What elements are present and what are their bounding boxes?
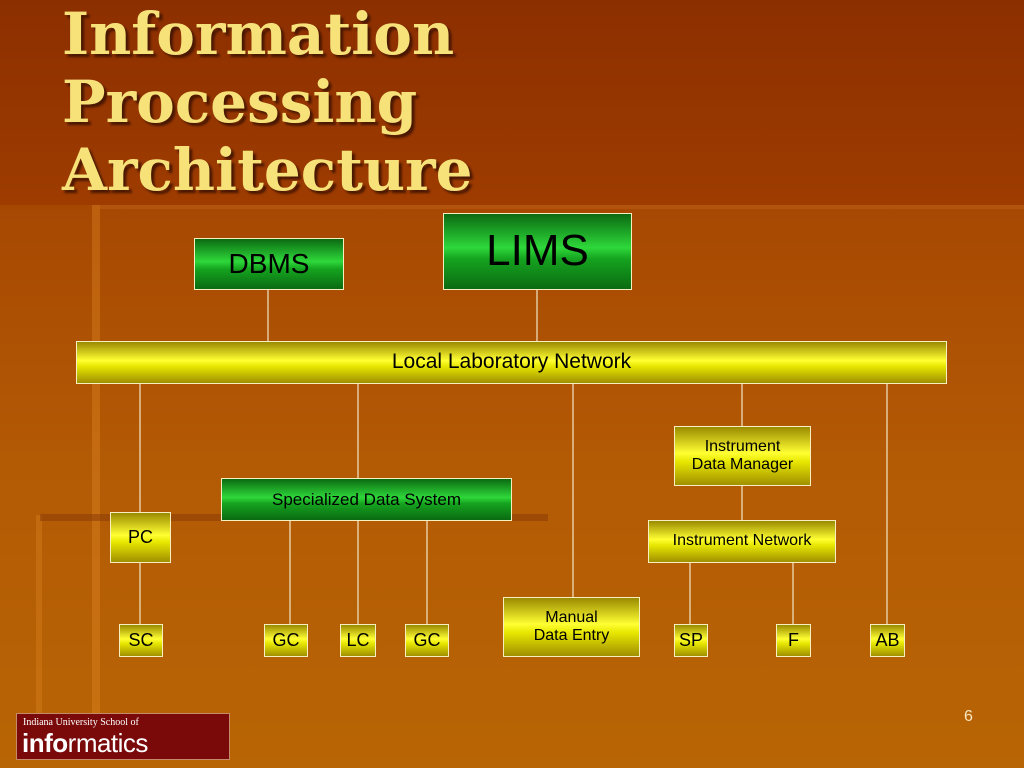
lims-label: LIMS	[486, 226, 589, 276]
title-band	[0, 0, 1024, 205]
dbms-box: DBMS	[194, 238, 344, 290]
instrument-data-manager-box: Instrument Data Manager	[674, 426, 811, 486]
title-line-3: Architecture	[62, 136, 473, 204]
logo-wordmark: informatics	[22, 728, 148, 759]
idm-label-line1: Instrument	[704, 437, 781, 455]
pc-box: PC	[110, 512, 171, 563]
decor-line-vertical	[92, 205, 100, 725]
specialized-data-system-box: Specialized Data System	[221, 478, 512, 521]
title-line-1: Information	[62, 0, 455, 68]
leaf-f: F	[776, 624, 811, 657]
pc-label: PC	[127, 527, 153, 548]
page-number: 6	[964, 708, 973, 725]
leaf-sc: SC	[119, 624, 163, 657]
decor-line-horizontal-top	[100, 205, 1024, 209]
manual-data-entry-box: Manual Data Entry	[503, 597, 640, 657]
leaf-ab: AB	[870, 624, 905, 657]
idm-label-line2: Data Manager	[691, 456, 794, 473]
leaf-sp-label: SP	[678, 630, 703, 651]
leaf-lc-label: LC	[346, 630, 370, 651]
leaf-sc-label: SC	[128, 630, 154, 651]
local-laboratory-network-bar: Local Laboratory Network	[76, 341, 947, 384]
leaf-gc-2-label: GC	[413, 630, 441, 651]
specialized-label: Specialized Data System	[272, 489, 461, 509]
manual-label-line1: Manual	[545, 608, 598, 626]
logo-wordmark-bold: info	[22, 728, 68, 758]
logo-wordmark-rest: rmatics	[67, 728, 149, 758]
dbms-label: DBMS	[228, 247, 310, 279]
lims-box: LIMS	[443, 213, 632, 290]
leaf-gc-2: GC	[405, 624, 449, 657]
instrument-network-label: Instrument Network	[672, 532, 812, 550]
informatics-logo: Indiana University School of informatics	[16, 713, 230, 760]
logo-school-line: Indiana University School of	[23, 717, 139, 728]
leaf-f-label: F	[788, 630, 799, 651]
decor-line-vertical-left	[36, 515, 42, 715]
network-label: Local Laboratory Network	[391, 350, 632, 374]
slide-title: Information Processing Architecture	[62, 0, 473, 204]
leaf-lc: LC	[340, 624, 376, 657]
leaf-gc-1: GC	[264, 624, 308, 657]
instrument-network-box: Instrument Network	[648, 520, 836, 563]
manual-label-line2: Data Entry	[533, 627, 610, 644]
title-line-2: Processing	[62, 68, 418, 136]
leaf-gc-1-label: GC	[272, 630, 300, 651]
leaf-sp: SP	[674, 624, 708, 657]
leaf-ab-label: AB	[875, 630, 900, 651]
